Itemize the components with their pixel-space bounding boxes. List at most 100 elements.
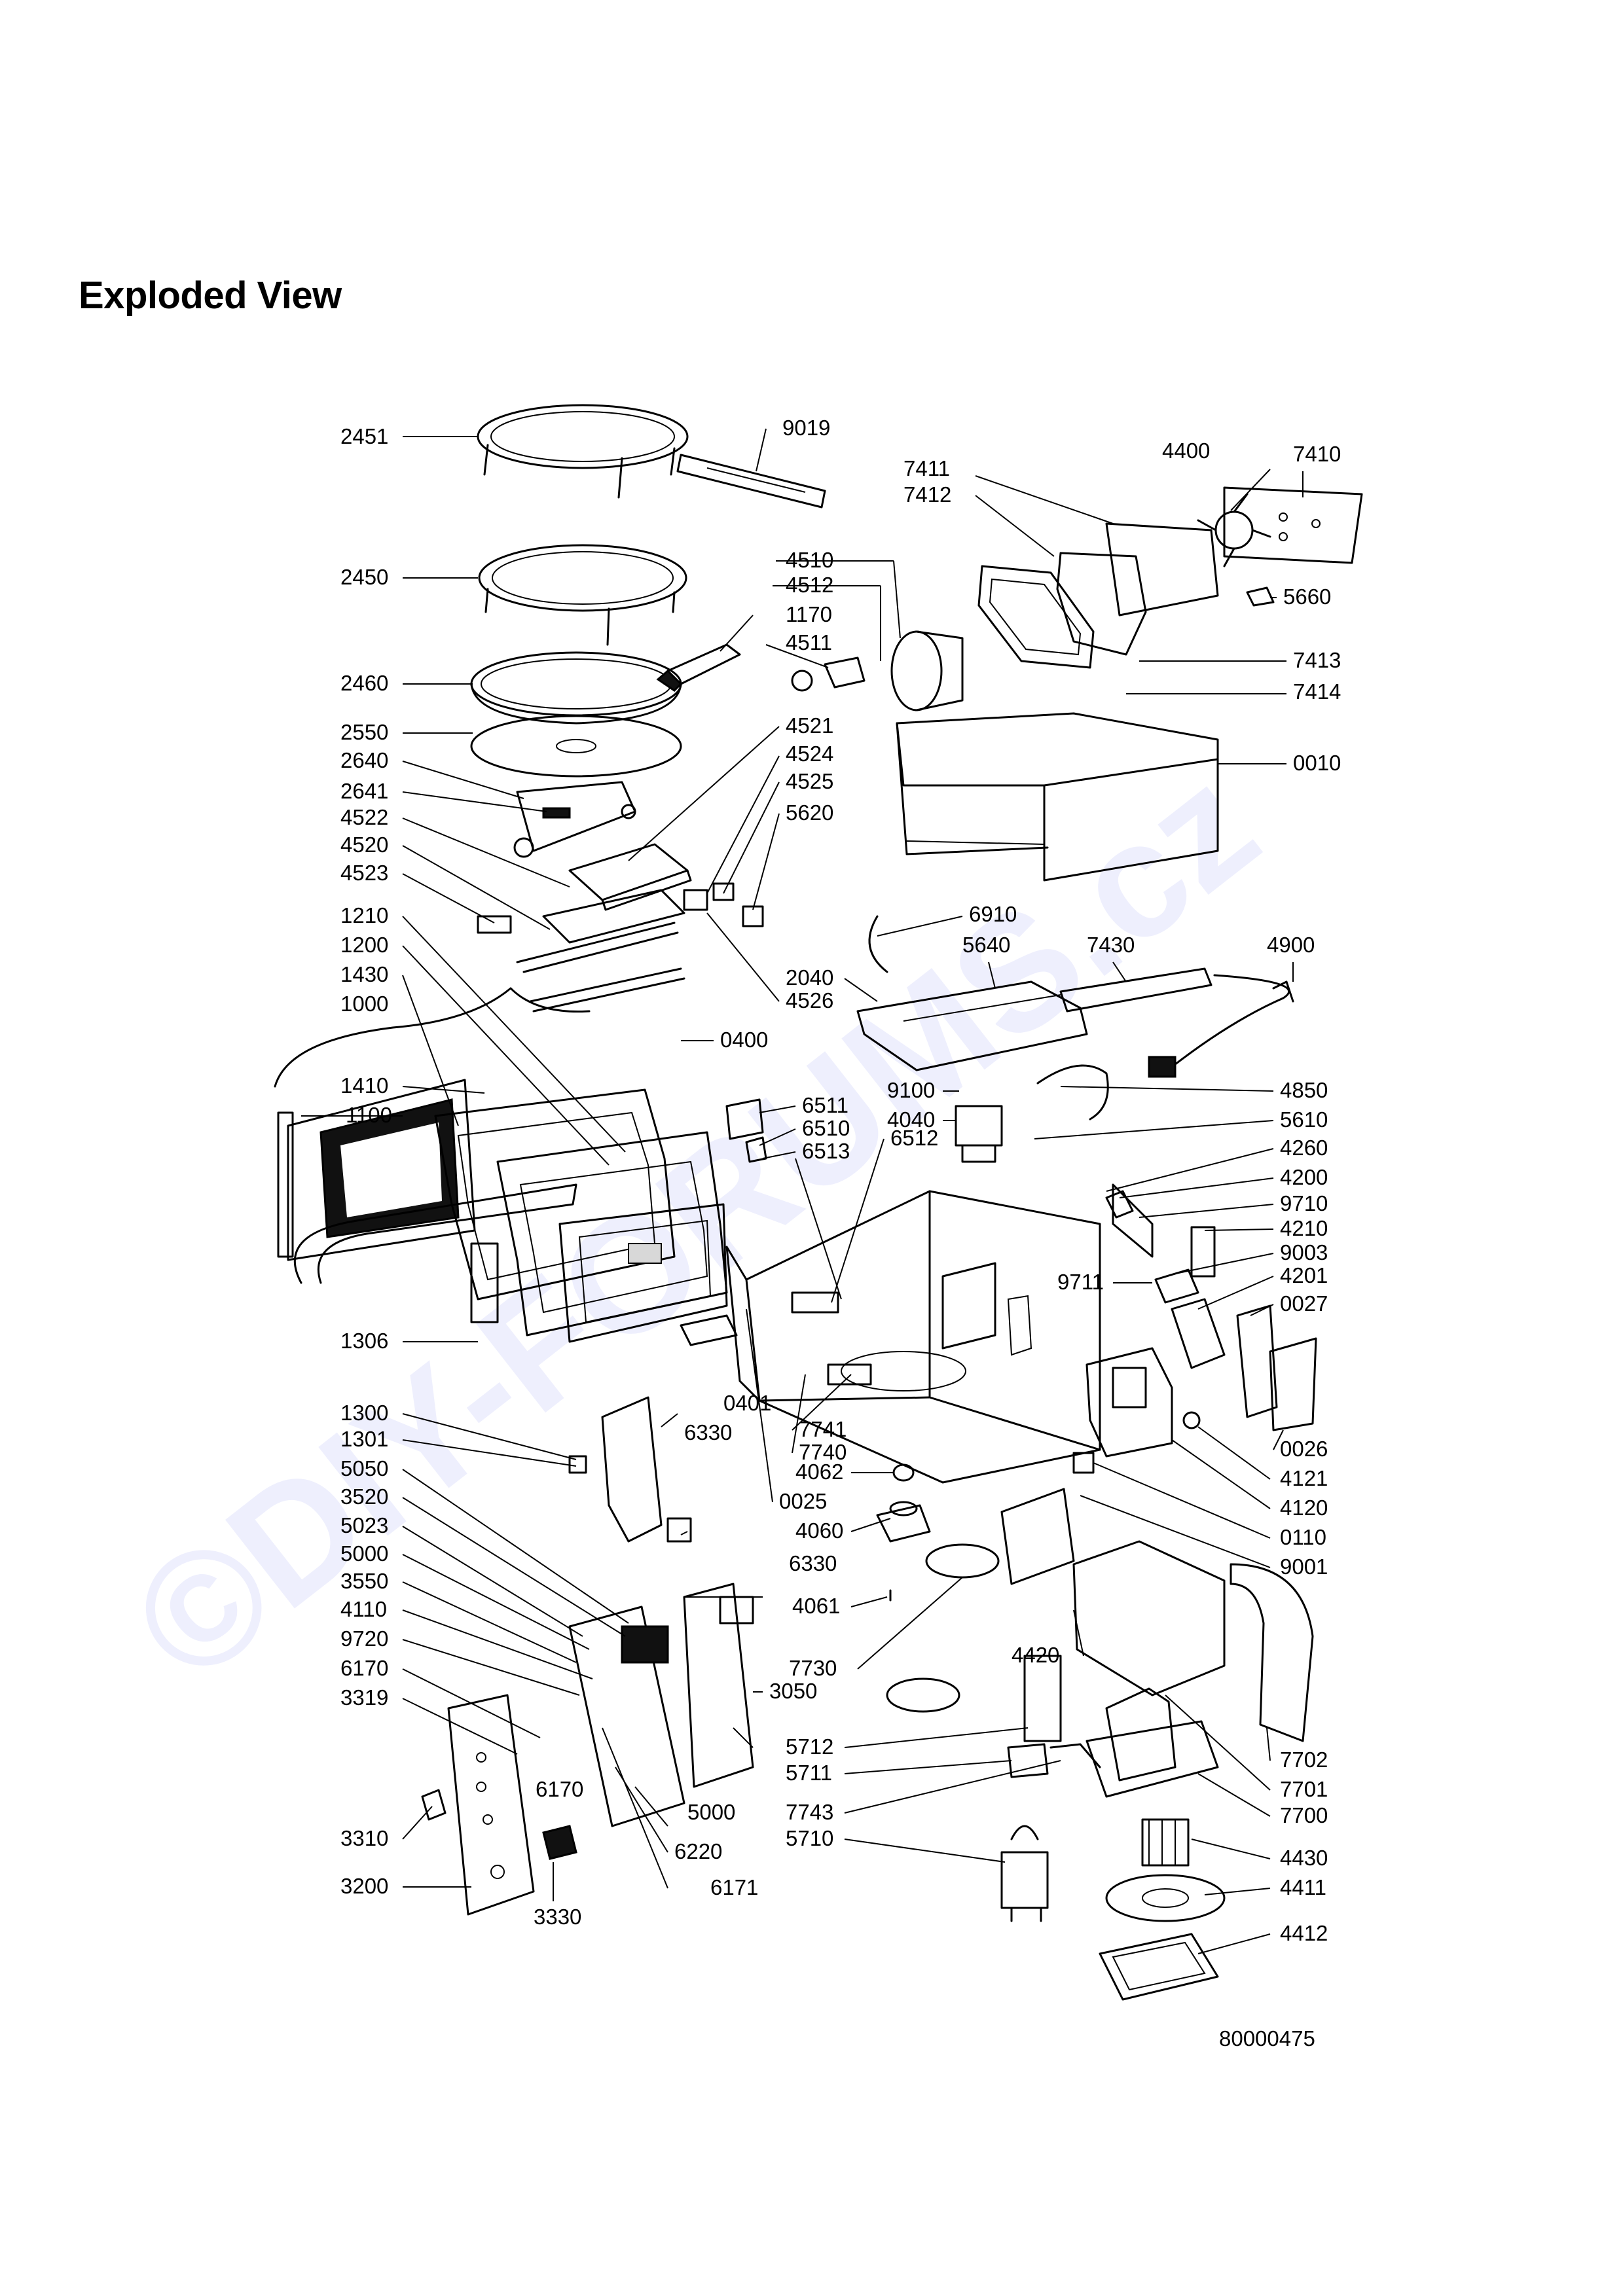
- part-label: 0025: [779, 1489, 827, 1513]
- heater-tube-7430: [1059, 967, 1213, 1013]
- part-label: 7730: [789, 1656, 837, 1680]
- part-label: 3550: [340, 1569, 388, 1593]
- latch-0401: [680, 1314, 738, 1346]
- diode-4210: [1190, 1226, 1216, 1278]
- part-label: 4210: [1280, 1216, 1328, 1240]
- part-label: 4411: [1280, 1875, 1326, 1899]
- part-label: 6510: [802, 1116, 850, 1140]
- part-label: 6512: [890, 1126, 938, 1150]
- door-frame-1410: [287, 1079, 476, 1261]
- leader-lines: [301, 428, 1304, 1954]
- transformer-7700: [1085, 1687, 1219, 1798]
- bracket-2040: [856, 915, 1088, 1071]
- part-label: 1200: [340, 933, 388, 957]
- part-label: 6513: [802, 1139, 850, 1163]
- part-label: 3310: [340, 1826, 388, 1850]
- coupler-4062: [892, 1463, 915, 1482]
- part-label: 1000: [340, 992, 388, 1016]
- part-label: 5000: [687, 1800, 735, 1824]
- part-label: 4400: [1162, 439, 1210, 463]
- part-label: 7412: [903, 482, 951, 507]
- low-rack-2450: [478, 544, 687, 646]
- part-label: 5620: [786, 800, 833, 825]
- part-label: 6171: [710, 1875, 758, 1899]
- cover-0027: [1236, 1304, 1278, 1418]
- knob-3330: [542, 1825, 577, 1860]
- part-label: 4120: [1280, 1496, 1328, 1520]
- part-label: 4121: [1280, 1466, 1328, 1490]
- part-label: 4430: [1280, 1846, 1328, 1870]
- part-label: 5000: [340, 1541, 388, 1566]
- part-label: 6220: [674, 1839, 722, 1863]
- air-guide-7412: [977, 565, 1095, 669]
- part-label: 7740: [799, 1440, 847, 1464]
- part-label: 7743: [786, 1800, 833, 1824]
- part-label: 5710: [786, 1826, 833, 1850]
- part-label: 1300: [340, 1401, 388, 1425]
- part-label: 4412: [1280, 1921, 1328, 1945]
- fan-motor-4430: [1141, 1818, 1190, 1867]
- foot-0110: [1072, 1452, 1095, 1474]
- part-label: 3319: [340, 1685, 388, 1710]
- part-label: 0400: [720, 1028, 768, 1052]
- door-choke-1000: [274, 987, 591, 1088]
- part-label: 2550: [340, 720, 388, 744]
- door-glass-1210: [558, 1203, 728, 1343]
- part-label: 9003: [1280, 1240, 1328, 1265]
- lamp-5711: [1007, 1743, 1101, 1778]
- part-label: 1210: [340, 903, 388, 927]
- part-label: 4110: [340, 1597, 387, 1621]
- capacitor-4040: [955, 1105, 1003, 1163]
- part-label: 4040: [887, 1107, 935, 1132]
- part-label: 4523: [340, 861, 388, 885]
- part-label: 7700: [1280, 1803, 1328, 1827]
- part-label: 9710: [1280, 1191, 1328, 1215]
- fan-motor-4510: [791, 630, 964, 711]
- door-handle-1100: [277, 1111, 294, 1258]
- part-label: 3050: [769, 1679, 817, 1703]
- part-label: 9001: [1280, 1554, 1328, 1579]
- part-label: 3520: [340, 1484, 388, 1509]
- part-label: 4521: [786, 713, 833, 738]
- part-label: 1430: [340, 962, 388, 986]
- base-plate-4412: [1099, 1933, 1219, 2001]
- sensor-5660: [1246, 586, 1275, 607]
- part-label: 5712: [786, 1734, 833, 1759]
- part-labels: 2451 9019 7411 4400 7410 7412 2450 4510 …: [340, 416, 1341, 1945]
- part-label: 4525: [786, 769, 833, 793]
- fan-blade-4411: [1105, 1874, 1226, 1922]
- crisp-plate-2460: [470, 651, 682, 725]
- part-label: 6170: [536, 1777, 583, 1801]
- part-label: 4522: [340, 805, 388, 829]
- part-label: 0401: [723, 1391, 771, 1415]
- grill-connectors: [683, 882, 764, 927]
- interlock-bracket-6511: [725, 1098, 767, 1163]
- roller-support-2640: [513, 781, 636, 858]
- part-label: 6330: [789, 1551, 837, 1575]
- part-label: 4900: [1267, 933, 1315, 957]
- part-label: 9019: [782, 416, 830, 440]
- part-label: 7430: [1087, 933, 1135, 957]
- crisp-handle-1170: [656, 643, 741, 692]
- part-label: 2451: [340, 424, 388, 448]
- part-label: 1306: [340, 1329, 388, 1353]
- part-label: 5660: [1283, 584, 1331, 609]
- part-label: 4062: [795, 1460, 843, 1484]
- part-label: 6170: [340, 1656, 388, 1680]
- fan-cover-7702: [1230, 1563, 1314, 1742]
- capacitor-5712: [1023, 1655, 1062, 1742]
- air-duct-7701: [1000, 1488, 1226, 1696]
- part-label: 5711: [786, 1761, 832, 1785]
- part-label: 1170: [786, 602, 832, 626]
- fuse-holder-9711: [1112, 1183, 1199, 1304]
- part-label: 2040: [786, 965, 833, 990]
- part-label: 4510: [786, 548, 833, 572]
- plate-7411: [1056, 552, 1147, 656]
- part-label: 2640: [340, 748, 388, 772]
- page-title: Exploded View: [79, 274, 342, 317]
- part-label: 5023: [340, 1513, 388, 1537]
- switch-bracket-1300: [568, 1396, 692, 1543]
- part-label: 7413: [1293, 648, 1341, 672]
